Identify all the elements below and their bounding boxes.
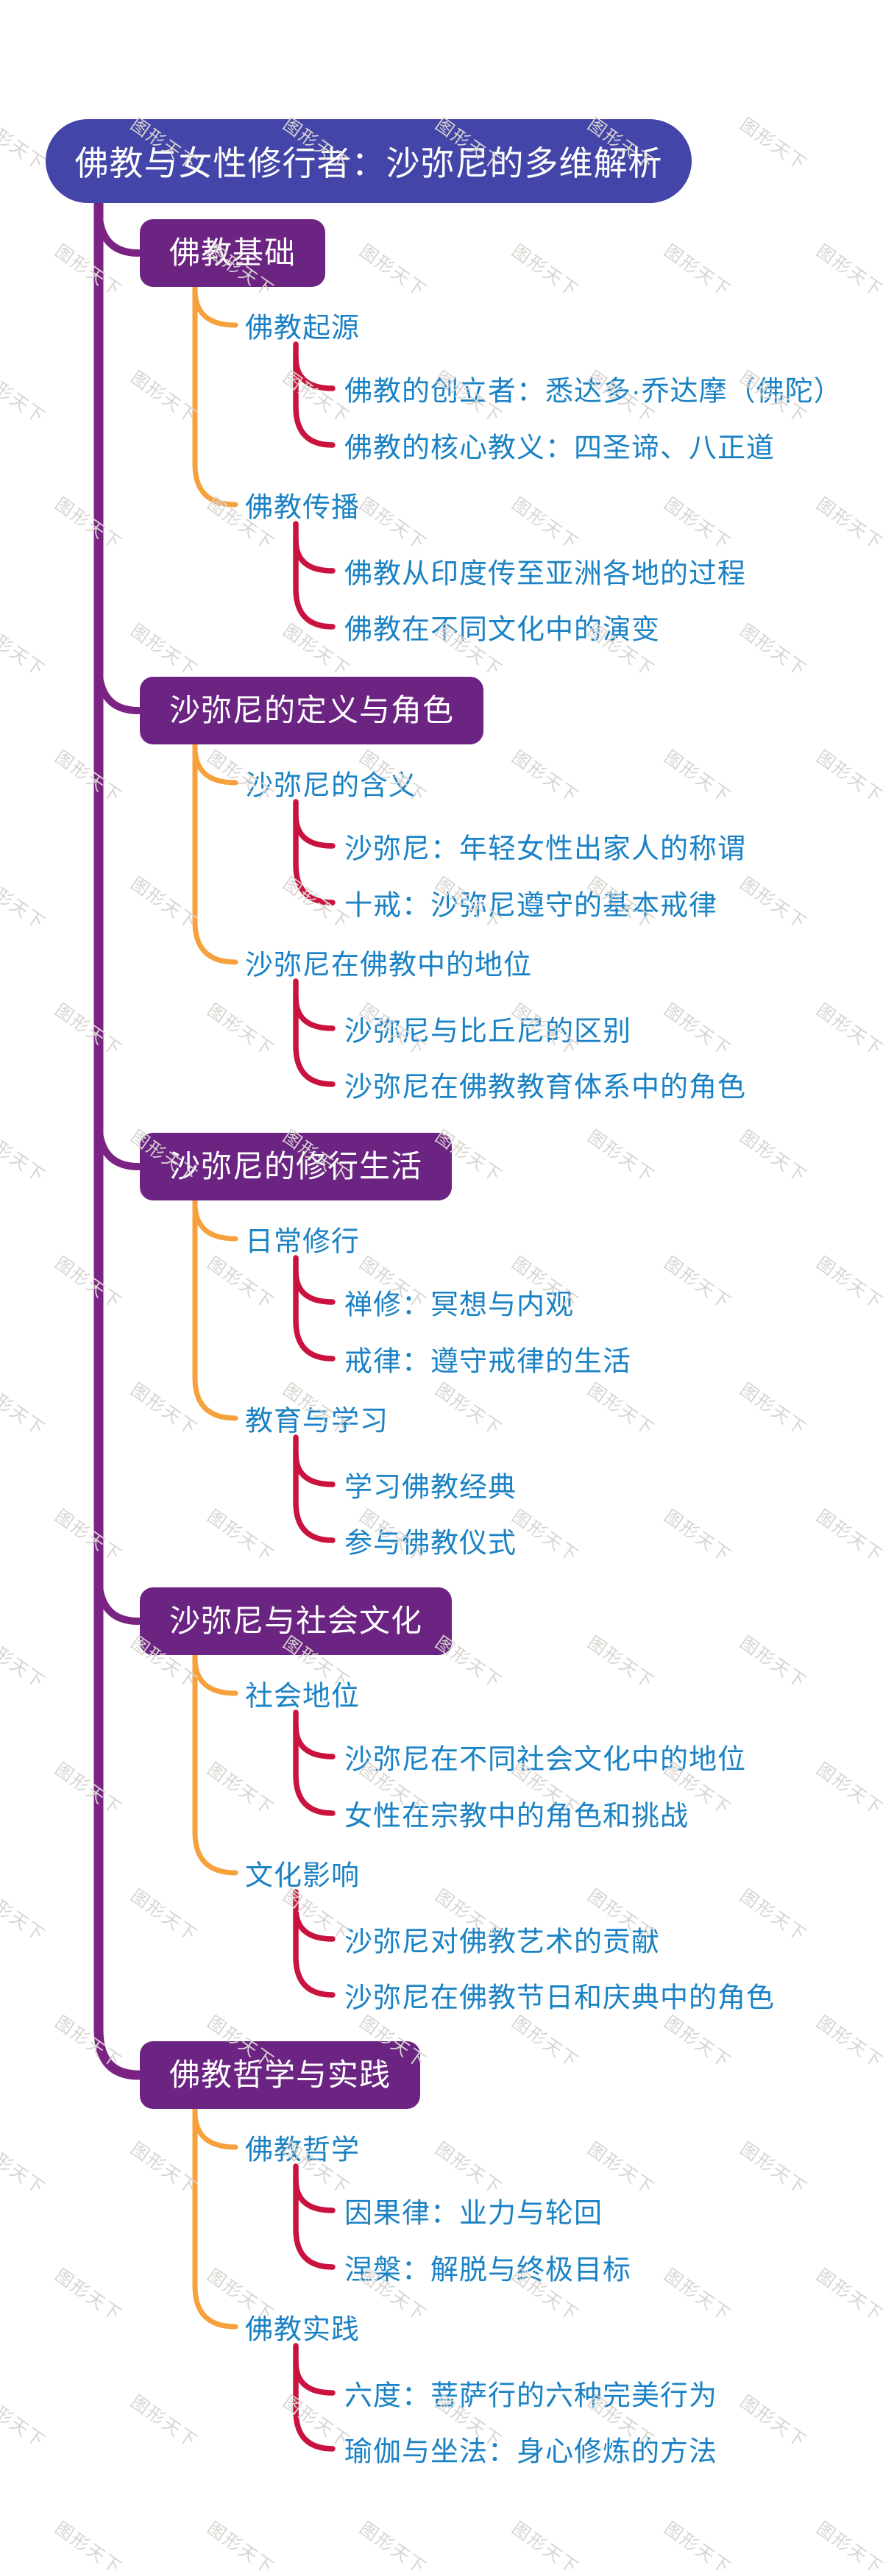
connector-path — [192, 287, 238, 328]
subtopic-label[interactable]: 佛教实践 — [245, 2314, 361, 2346]
connector-path — [293, 1723, 336, 1760]
connector-path — [293, 978, 336, 1087]
detail-label[interactable]: 佛教从印度传至亚洲各地的过程 — [344, 558, 747, 590]
connector-path — [95, 661, 142, 714]
root-topic-label: 佛教与女性修行者：沙弥尼的多维解析 — [74, 144, 663, 182]
detail-label[interactable]: 沙弥尼在不同社会文化中的地位 — [344, 1744, 747, 1776]
branch-node[interactable]: 沙弥尼的定义与角色 — [140, 677, 484, 744]
connector-path — [293, 995, 336, 1031]
connector-path — [293, 1709, 336, 1816]
root-topic-node[interactable]: 佛教与女性修行者：沙弥尼的多维解析 — [46, 119, 692, 203]
detail-label[interactable]: 十戒：沙弥尼遵守的基本戒律 — [344, 890, 718, 922]
detail-label[interactable]: 沙弥尼在佛教教育体系中的角色 — [344, 1072, 747, 1103]
detail-label[interactable]: 佛教的核心教义：四圣谛、八正道 — [344, 433, 776, 464]
connector-path — [192, 284, 238, 508]
branch-node[interactable]: 沙弥尼与社会文化 — [140, 1587, 453, 1655]
connector-path — [293, 341, 336, 448]
detail-label[interactable]: 瑜伽与坐法：身心修炼的方法 — [344, 2436, 718, 2468]
connector-path — [293, 1889, 336, 1998]
connector-path — [293, 537, 336, 574]
connector-path — [293, 521, 336, 630]
subtopic-label[interactable]: 文化影响 — [245, 1860, 361, 1892]
connector-path — [192, 1200, 238, 1242]
connector-path — [192, 744, 238, 786]
connector-path — [192, 1198, 238, 1421]
connector-path — [293, 1905, 336, 1942]
detail-label[interactable]: 学习佛教经典 — [344, 1472, 517, 1504]
subtopic-label[interactable]: 沙弥尼的含义 — [245, 770, 418, 802]
connector-path — [293, 2177, 336, 2213]
connector-path — [192, 2109, 238, 2150]
subtopic-label[interactable]: 沙弥尼在佛教中的地位 — [245, 950, 533, 981]
connector-path — [293, 1434, 336, 1543]
connector-path — [293, 812, 336, 849]
detail-label[interactable]: 因果律：业力与轮回 — [344, 2198, 603, 2230]
detail-label[interactable]: 戒律：遵守戒律的生活 — [344, 1346, 632, 1378]
connector-path — [95, 204, 142, 257]
connector-path — [192, 741, 238, 965]
subtopic-label[interactable]: 教育与学习 — [245, 1406, 389, 1437]
detail-label[interactable]: 沙弥尼与比丘尼的区别 — [344, 1016, 632, 1047]
connector-path — [95, 1117, 142, 1170]
subtopic-label[interactable]: 日常修行 — [245, 1226, 361, 1258]
detail-label[interactable]: 女性在宗教中的角色和挑战 — [344, 1801, 689, 1832]
branch-node[interactable]: 佛教基础 — [140, 219, 326, 287]
detail-label[interactable]: 沙弥尼对佛教艺术的贡献 — [344, 1926, 661, 1958]
subtopic-label[interactable]: 佛教哲学 — [245, 2135, 361, 2166]
detail-label[interactable]: 沙弥尼在佛教节日和庆典中的角色 — [344, 1982, 776, 2014]
connector-path — [93, 193, 143, 2080]
branch-node[interactable]: 佛教哲学与实践 — [140, 2041, 421, 2109]
subtopic-label[interactable]: 佛教起源 — [245, 313, 361, 344]
connector-path — [192, 1655, 238, 1696]
connector-path — [293, 1255, 336, 1362]
connector-path — [293, 355, 336, 391]
connector-path — [192, 1652, 238, 1876]
connector-path — [293, 2163, 336, 2270]
connector-path — [192, 2106, 238, 2330]
branch-node[interactable]: 沙弥尼的修行生活 — [140, 1133, 453, 1200]
detail-label[interactable]: 佛教在不同文化中的演变 — [344, 614, 661, 646]
subtopic-label[interactable]: 佛教传播 — [245, 492, 361, 524]
connector-path — [293, 1268, 336, 1305]
detail-label[interactable]: 禅修：冥想与内观 — [344, 1289, 575, 1321]
detail-label[interactable]: 涅槃：解脱与终极目标 — [344, 2255, 632, 2286]
detail-label[interactable]: 参与佛教仪式 — [344, 1528, 517, 1559]
detail-label[interactable]: 六度：菩萨行的六种完美行为 — [344, 2380, 718, 2412]
detail-label[interactable]: 佛教的创立者：悉达多·乔达摩（佛陀） — [344, 376, 843, 408]
connector-path — [95, 1572, 142, 1625]
subtopic-label[interactable]: 社会地位 — [245, 1681, 361, 1712]
connector-path — [293, 1451, 336, 1487]
connector-path — [293, 2359, 336, 2396]
detail-label[interactable]: 沙弥尼：年轻女性出家人的称谓 — [344, 833, 747, 865]
connector-path — [293, 2343, 336, 2452]
connector-path — [293, 799, 336, 905]
